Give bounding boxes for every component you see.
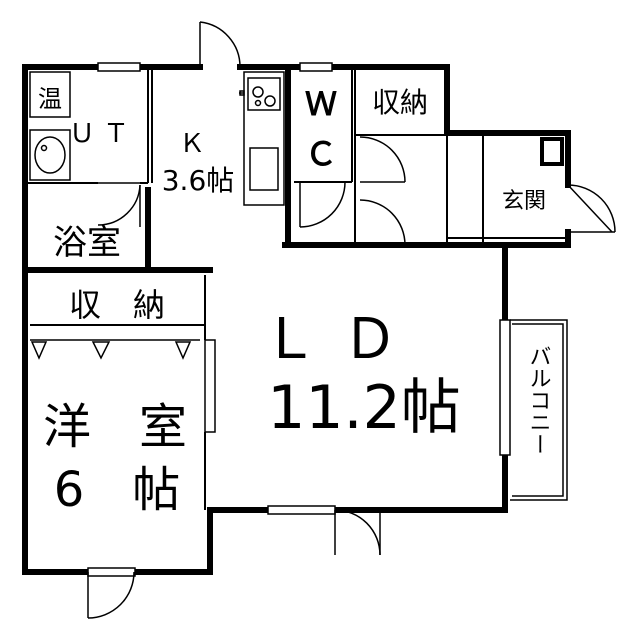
doors [87,21,616,619]
kitchen-label: Ｋ [179,129,205,159]
toilet-label-c: Ｃ [305,135,337,173]
balcony [499,319,568,501]
kitchen-size: 3.6帖 [162,164,235,197]
utility-label: ＵＴ [69,119,137,149]
bathroom-label: 浴室 [53,223,121,263]
walls [22,64,571,575]
western-room-size: 6 帖 [54,462,181,518]
ld-label: ＬＤ [262,307,422,372]
storage-left-label: 収 納 [69,286,165,324]
western-room-name: 洋 室 [43,399,187,455]
windows [87,62,336,577]
interior-walls [25,67,568,510]
ld-size: 11.2帖 [267,373,461,443]
entrance-label: 玄関 [502,189,546,214]
water-heater-label: 温 [38,85,62,113]
room-labels: 温 ＵＴ Ｋ 3.6帖 Ｗ Ｃ 収納 玄関 浴室 収 納 洋 室 6 帖 ＬＤ … [38,85,551,518]
fixtures [29,71,564,360]
toilet-label-w: Ｗ [305,85,337,123]
balcony-label: バルコニー [526,345,551,455]
storage-top-label: 収納 [372,86,428,119]
